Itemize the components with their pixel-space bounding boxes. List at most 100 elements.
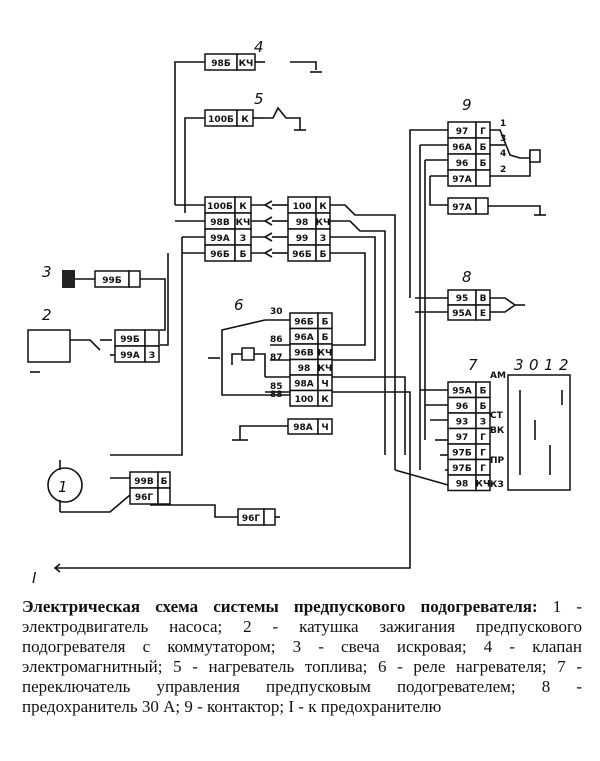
- box-spark-tag-cell: [128, 270, 141, 288]
- relay-terminal-label: 87: [270, 353, 283, 363]
- switch-box-code: 96: [456, 402, 469, 412]
- contactor-box-tag: Б: [480, 159, 487, 169]
- box-97a-code: 97А: [452, 203, 472, 213]
- switch-box-tag: Г: [480, 464, 486, 474]
- box-heater-code: 100Б: [208, 115, 234, 125]
- right-connector-tag: К: [319, 202, 327, 212]
- relay-box-tag: Б: [322, 318, 329, 328]
- left-connector-tag: КЧ: [236, 218, 251, 228]
- relay-terminal-label: 85: [270, 382, 283, 392]
- box-96g: 96Г: [237, 508, 276, 526]
- switch-box-tag: КЧ: [476, 480, 491, 490]
- motor-box-code: 99В: [134, 477, 154, 487]
- switch-box-tag-cell: [475, 474, 491, 492]
- left-connector-tag-cell: [234, 244, 252, 262]
- relay-terminal-label: 86: [270, 335, 283, 345]
- relay-box-tag: КЧ: [318, 364, 333, 374]
- left-connector-tag: З: [240, 234, 246, 244]
- motor-box-tag: Б: [161, 477, 168, 487]
- relay-box-code: 98: [298, 364, 311, 374]
- relay-terminal-label: 30: [270, 307, 283, 317]
- relay-box-code: 100: [295, 395, 314, 405]
- wires: [53, 61, 571, 573]
- box-98a-code: 98А: [293, 423, 313, 433]
- contactor-box-code: 96: [456, 159, 469, 169]
- relay-box-tag: К: [321, 395, 329, 405]
- switch-box-code: 98: [456, 480, 469, 490]
- left-connector-code: 98В: [210, 218, 230, 228]
- component-number-label: 8: [462, 268, 472, 286]
- contactor-terminal-label: 1: [500, 119, 506, 129]
- motor-box-tag-cell: [157, 487, 171, 505]
- box-96g-code: 96Г: [242, 514, 261, 524]
- switch-box-code: 95А: [452, 387, 472, 397]
- contactor-box-code: 97А: [452, 175, 472, 185]
- spark-plug-icon: [62, 270, 75, 288]
- relay-box-tag: КЧ: [318, 349, 333, 359]
- fuse-box-tag: В: [480, 294, 487, 304]
- switch-position-label: 3: [514, 356, 524, 374]
- component-number-label: I: [32, 569, 37, 587]
- contactor-box-code: 96А: [452, 143, 472, 153]
- right-connector-tag: КЧ: [316, 218, 331, 228]
- switch-box-tag: Б: [480, 402, 487, 412]
- box-valve-code: 98Б: [211, 59, 231, 69]
- switch-box-code: 97Б: [452, 464, 472, 474]
- right-connector-tag: Б: [320, 250, 327, 260]
- relay-box-code: 98А: [294, 380, 314, 390]
- component-number-label: 9: [462, 96, 472, 114]
- contactor-box-tag: Б: [480, 143, 487, 153]
- box-valve-tag-cell: [236, 53, 256, 71]
- switch-position-label: 0: [529, 356, 539, 374]
- switch-position-label: 1: [544, 356, 554, 374]
- switch-box-tag: З: [480, 418, 486, 428]
- box-97a: 97А: [447, 197, 489, 215]
- component-number-label: 4: [254, 38, 264, 56]
- switch-box-tag: Б: [480, 387, 487, 397]
- box-valve-tag: КЧ: [239, 59, 254, 69]
- box-coil-code: 99А: [120, 351, 140, 361]
- fuse-box-tag: Е: [480, 309, 486, 319]
- switch-box-tag: Г: [480, 449, 486, 459]
- caption-body: 1 - электродвигатель насоса; 2 - катушка…: [22, 597, 582, 716]
- fuse-box-tag-cell: [475, 304, 491, 321]
- box-heater-tag: К: [241, 115, 249, 125]
- motor-icon: [47, 467, 83, 503]
- contactor-terminal-label: 4: [500, 149, 506, 159]
- switch-tag-label: ПР: [490, 456, 505, 466]
- relay-box-tag: Ч: [321, 380, 328, 390]
- ground-icon: [30, 71, 546, 373]
- box-coil-code: 99Б: [120, 335, 140, 345]
- figure-caption: Электрическая схема системы предпусковог…: [22, 597, 582, 717]
- box-coil-tag: З: [149, 351, 155, 361]
- right-connector-code: 99: [296, 234, 309, 244]
- box-coil-tag-cell: [144, 329, 160, 347]
- box-spark: 99Б: [94, 270, 141, 288]
- relay-box-code: 96А: [294, 333, 314, 343]
- component-number-label: 5: [254, 90, 264, 108]
- box-coil-tag-cell: [144, 345, 160, 363]
- component-number-label: 2: [42, 306, 52, 324]
- relay-box-tag-cell: [317, 389, 333, 407]
- box-96g-tag-cell: [263, 508, 276, 526]
- component-number-label: 6: [234, 296, 244, 314]
- fuse-box-code: 95: [456, 294, 469, 304]
- left-connector-code: 100Б: [207, 202, 233, 212]
- contactor-box-tag-cell: [475, 169, 491, 187]
- contactor-terminal-label: 2: [500, 165, 506, 175]
- left-connector-tag: Б: [240, 250, 247, 260]
- component-number-label: 7: [468, 356, 478, 374]
- box-heater: 100Б К: [204, 109, 254, 127]
- switch-tag-label: КЗ: [490, 480, 504, 490]
- right-connector-code: 96Б: [292, 250, 312, 260]
- relay-box-code: 96Б: [294, 318, 314, 328]
